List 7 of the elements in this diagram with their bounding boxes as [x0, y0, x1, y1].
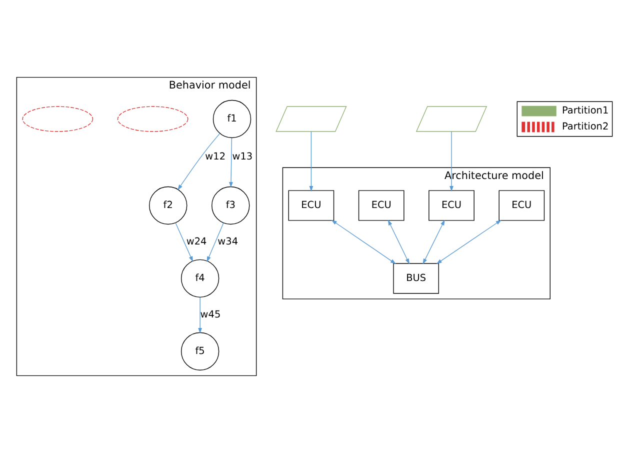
legend-label: Partition1 [562, 105, 609, 116]
edge-label: w34 [218, 236, 238, 248]
edge-label: w45 [200, 308, 221, 320]
edge-label: w13 [232, 150, 253, 162]
edge-label: w12 [205, 150, 226, 162]
legend-label: Partition2 [562, 121, 609, 132]
edge-label: w24 [186, 236, 207, 248]
